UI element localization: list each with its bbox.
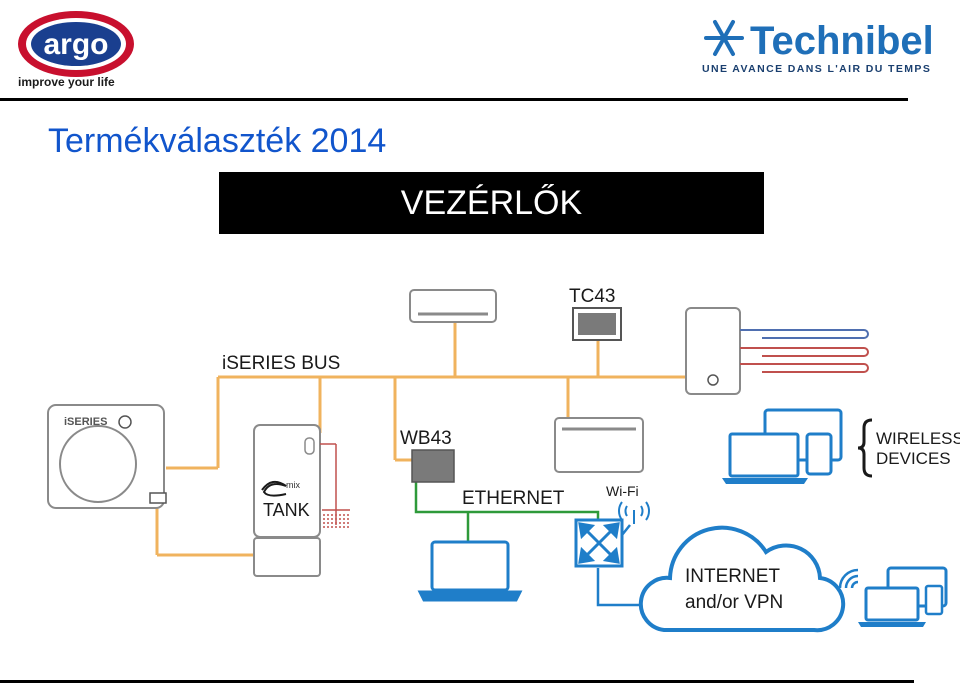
tank-base (253, 537, 321, 577)
wifi-label: Wi-Fi (606, 483, 639, 499)
signal-waves-icon (838, 568, 859, 589)
tank-label: TANK (263, 500, 310, 520)
argo-brand: argo (43, 28, 108, 61)
controller-port-icon (149, 492, 167, 504)
emix-logo-icon (261, 480, 287, 497)
internet-label: INTERNET (685, 566, 780, 587)
ethernet-label: ETHERNET (462, 488, 565, 509)
snowflake-icon (704, 20, 744, 56)
wireless-laptop-icon (728, 432, 800, 478)
tank-mix-label: mix (286, 480, 300, 490)
internet-cloud: INTERNET and/or VPN (638, 525, 846, 633)
section-banner: VEZÉRLŐK (219, 172, 764, 234)
emix-tank: mix TANK (253, 424, 350, 577)
wb43-label: WB43 (400, 428, 452, 449)
tc43-label: TC43 (569, 286, 615, 307)
laptop-icon (417, 540, 523, 602)
header-divider (0, 98, 908, 101)
router-arrows-icon (578, 522, 620, 564)
remote-laptop-icon (864, 586, 920, 622)
bus-wiring (155, 322, 738, 557)
technibel-logo: Technibel UNE AVANCE DANS L'AIR DU TEMPS (702, 19, 934, 75)
iseries-badge: iSERIES (64, 416, 107, 428)
controls-diagram: iSERIES mix TANK TC43 (47, 286, 960, 633)
vpn-label: and/or VPN (685, 592, 783, 613)
wall-indoor-unit (409, 289, 497, 323)
argo-tagline: improve your life (18, 75, 115, 89)
tc43-thermostat: TC43 (569, 286, 622, 341)
iseries-badge-icon (118, 415, 132, 429)
floor-heating-icon (320, 443, 350, 528)
technibel-tagline: UNE AVANCE DANS L'AIR DU TEMPS (702, 63, 931, 75)
ethernet-wiring (414, 482, 600, 542)
iseries-outdoor-unit: iSERIES (47, 404, 167, 509)
footer-divider (0, 680, 914, 683)
argo-logo: argo improve your life (18, 11, 134, 89)
console-indoor-unit (554, 417, 644, 473)
devices-label: DEVICES (876, 449, 951, 468)
bus-label: iSERIES BUS (222, 353, 340, 374)
wifi-router: Wi-Fi (574, 483, 650, 568)
page-title: Termékválaszték 2014 (48, 122, 387, 160)
radiator-pipes (740, 329, 869, 373)
brace-icon (857, 418, 873, 478)
smartphone-icon (805, 432, 833, 476)
wireless-devices: WIRELESS DEVICES (722, 408, 960, 484)
wb43-gateway: WB43 (400, 428, 455, 483)
boiler-unit (685, 307, 869, 395)
wireless-label: WIRELESS (876, 429, 960, 448)
remote-devices (838, 566, 948, 627)
technibel-brand: Technibel (750, 19, 934, 63)
remote-phone-icon (924, 584, 944, 616)
